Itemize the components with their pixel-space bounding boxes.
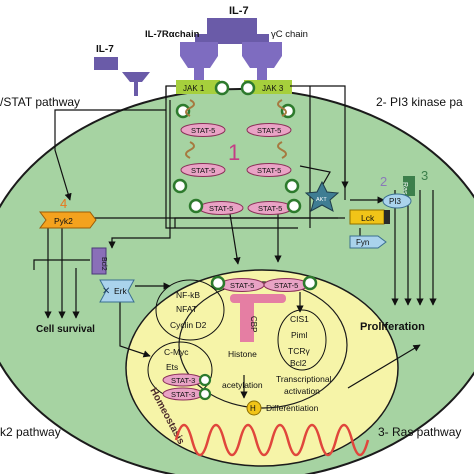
akt-label: AKT: [316, 197, 327, 203]
pi3-oval: [382, 193, 412, 209]
pyk2-label: Pyk2: [54, 216, 73, 226]
fyn-shape: [349, 235, 387, 249]
stat5-oval: [180, 163, 226, 177]
transcriptional-label: Transcriptional: [276, 374, 332, 384]
pathway-number-2: 2: [380, 174, 387, 189]
pathway-number-4: 4: [60, 196, 67, 211]
phospho-circle: [286, 198, 302, 214]
acetylation-label: acetylation: [222, 380, 263, 390]
stat5-oval: [180, 123, 226, 137]
lck-tab: [384, 210, 390, 224]
akt-star: [304, 180, 340, 213]
stat5-cascade: STAT-5 STAT-5 STAT-5 STAT-5 STAT-5 STAT-…: [172, 99, 302, 215]
target-ets: Ets: [166, 362, 178, 372]
erk-shape: [99, 279, 135, 303]
erk-x-icon: ✕: [102, 286, 110, 297]
stat3-label: STAT-3: [171, 376, 195, 385]
phospho-circle: [188, 198, 204, 214]
il7-receptor-complex: [94, 18, 282, 96]
pyk2-shape: [39, 211, 97, 229]
phospho-circle: [198, 373, 212, 387]
phospho-circle: [172, 178, 188, 194]
proliferation-label: Proliferation: [360, 321, 425, 333]
histone-label: Histone: [228, 349, 257, 359]
nuclear-stat5-label: STAT-5: [274, 281, 298, 290]
il7-ligand-left: [94, 57, 118, 70]
il7r-left-receptor: [122, 72, 150, 96]
phospho-jak3: [240, 80, 256, 96]
ras-box: [403, 176, 415, 196]
fyn-label: Fyn: [356, 238, 369, 247]
h-label: H: [250, 404, 256, 413]
pi3-label: PI3: [389, 197, 402, 206]
target-nfkb: NF-kB: [176, 290, 200, 300]
erk-label: Erk: [114, 286, 128, 296]
jak3-box: [244, 80, 292, 94]
pyk2-pathway-title: k2 pathway: [0, 425, 61, 439]
stat5-label: STAT-5: [258, 204, 282, 213]
cbp-bar: [230, 294, 286, 303]
differentiation-label: Differentiation: [266, 403, 319, 413]
jak1-label: JAK 1: [183, 84, 205, 93]
pathway-number-3: 3: [421, 168, 428, 183]
stat5-label: STAT-5: [257, 166, 281, 175]
target-c-myc: C-Myc: [164, 347, 189, 357]
stat5-label: STAT-5: [257, 126, 281, 135]
target-tcr-gamma: TCRγ: [288, 346, 310, 356]
phospho-circle: [210, 275, 226, 291]
ras-pathway-title: 3- Ras pathway: [378, 425, 461, 439]
cbp-stem: [240, 300, 254, 342]
gamma-chain-label: γC chain: [271, 29, 308, 40]
stat5-label: STAT-5: [209, 204, 233, 213]
h-marker: [246, 400, 262, 416]
stat-pathway-title: /STAT pathway: [0, 95, 80, 109]
nucleolus: [178, 281, 348, 409]
jak3-label: JAK 3: [262, 84, 284, 93]
nuclear-stat5-label: STAT-5: [230, 281, 254, 290]
signal-lines: [33, 85, 437, 399]
stat5-oval: [246, 123, 292, 137]
alpha-chain-label: IL-7Rαchain: [145, 29, 200, 40]
bcl2-box: [91, 247, 107, 275]
pathway-number-1: 1: [228, 140, 240, 165]
phospho-circle: [284, 178, 300, 194]
stat5-oval: [246, 163, 292, 177]
phospho-circle: [198, 387, 212, 401]
cell-survival-label: Cell survival: [36, 324, 95, 335]
target-bcl2: Bcl2: [290, 358, 307, 368]
activation-label: activation: [284, 386, 320, 396]
stat3-label: STAT-3: [171, 390, 195, 399]
target-cis1: CIS1: [290, 314, 309, 324]
jak1-box: [176, 80, 220, 94]
target-cyclin-d2: Cyclin D2: [170, 320, 207, 330]
target-nfat: NFAT: [176, 304, 197, 314]
ras-label: Ras: [401, 182, 408, 195]
stat5-label: STAT-5: [191, 166, 215, 175]
target-piml: Piml: [291, 330, 308, 340]
phospho-circle: [302, 275, 318, 291]
il7-left-label: IL-7: [96, 44, 114, 55]
pi3k-pathway-title: 2- PI3 kinase pa: [376, 95, 463, 109]
nucleus: [125, 269, 399, 467]
gamma-c-chain: [242, 42, 282, 56]
dna-strand: [174, 423, 370, 457]
phospho-jak1: [214, 80, 230, 96]
cbp-label: CBP: [249, 316, 258, 332]
stat5-label: STAT-5: [191, 126, 215, 135]
il7r-alpha-chain: [180, 42, 218, 56]
lck-label: Lck: [361, 213, 375, 223]
bcl2-label: Bcl2: [100, 257, 107, 271]
il7-top-label: IL-7: [229, 5, 249, 17]
